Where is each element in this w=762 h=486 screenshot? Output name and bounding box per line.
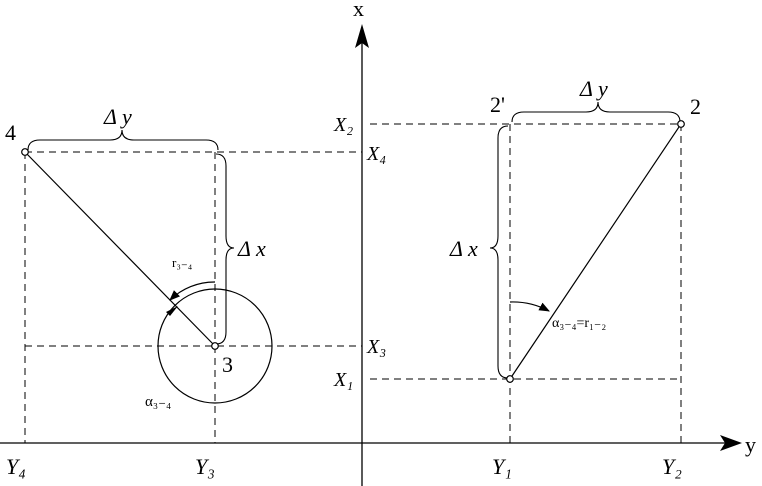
x1-tick-label: X₁ <box>333 369 353 391</box>
left-delta-x-label: Δ x <box>237 236 266 261</box>
point-2-label: 2 <box>690 94 701 119</box>
x4-tick-label: X₄ <box>366 143 386 165</box>
x2-tick-label: X₂ <box>333 114 353 136</box>
r34-label: r₃₋₄ <box>172 255 193 270</box>
x-axis-arrowhead <box>355 24 369 48</box>
right-delta-x-label: Δ x <box>449 236 478 261</box>
segment-1-2 <box>509 123 682 380</box>
point-4-marker <box>21 148 29 156</box>
point-2-marker <box>677 120 685 128</box>
alpha34-small-arrow <box>166 306 178 316</box>
alpha34-label: α₃₋₄ <box>145 394 171 410</box>
right-delta-x-brace <box>489 125 509 379</box>
left-delta-y-label: Δ y <box>103 104 132 129</box>
alpha-arc-arrow-right <box>509 301 550 312</box>
y3-tick-label: Y₃ <box>195 454 215 479</box>
point-4-label: 4 <box>5 120 16 145</box>
r34-arc-arrow <box>169 281 216 301</box>
right-delta-y-brace <box>511 101 681 123</box>
y1-tick-label: Y₁ <box>492 454 512 479</box>
point-3-label: 3 <box>222 352 233 377</box>
x-axis-label: x <box>353 0 364 21</box>
y2-tick-label: Y₂ <box>662 454 682 479</box>
point-3-marker <box>211 342 219 350</box>
segment-3-4 <box>24 151 216 347</box>
y-axis-label: y <box>745 432 756 457</box>
alpha-equation-label: α₃₋₄=r₁₋₂ <box>552 316 606 331</box>
left-delta-y-brace <box>27 129 219 151</box>
point-1-marker <box>506 375 514 383</box>
point-2prime-label: 2' <box>490 92 505 117</box>
right-delta-y-label: Δ y <box>579 76 608 101</box>
left-delta-x-brace <box>215 153 235 345</box>
direction-circle-3 <box>157 288 273 404</box>
x3-tick-label: X₃ <box>366 336 386 358</box>
y-axis-arrowhead <box>720 435 742 451</box>
y4-tick-label: Y₄ <box>6 454 26 479</box>
